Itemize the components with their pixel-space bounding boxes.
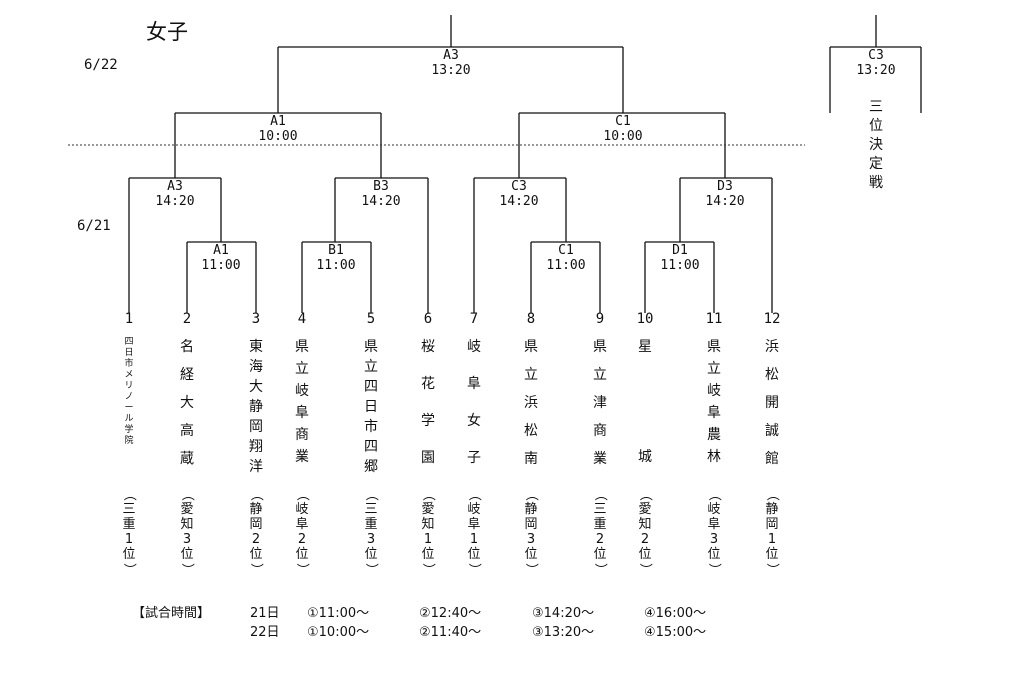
bracket-title: 女子 [146,20,188,44]
match-time: 10:00 [258,129,298,144]
schedule-slot: ①11:00～ [307,606,370,621]
schedule-slot: ②12:40～ [419,606,482,621]
match-third-place: C3 13:20 [856,48,895,78]
match-code: A1 [213,243,229,258]
match-code: C3 [511,179,527,194]
match-code: A3 [167,179,183,194]
team-name: 名経大高蔵 [180,339,194,467]
match-r1b: B1 11:00 [316,243,355,273]
match-q4: D3 14:20 [705,179,744,209]
match-r1c: C1 11:00 [546,243,585,273]
team-seed-number: 5 [366,311,376,327]
match-code: C1 [558,243,574,258]
team-name: 県立岐阜商業 [295,339,309,465]
team-name: 県立四日市四郷 [364,339,378,475]
match-q1: A3 14:20 [155,179,194,209]
schedule-slot: ④15:00～ [644,625,707,640]
team-seed-number: 4 [297,311,307,327]
schedule-day-21: 21日 [250,606,280,621]
match-code: A1 [270,114,286,129]
match-code: C3 [868,48,884,63]
match-code: A3 [443,48,459,63]
team-seed-number: 1 [124,311,134,327]
schedule-slot: ②11:40～ [419,625,482,640]
match-time: 11:00 [316,258,356,273]
team-seed-number: 10 [636,311,654,327]
match-time: 14:20 [705,194,745,209]
schedule-slot: ①10:00～ [307,625,370,640]
match-time: 11:00 [201,258,241,273]
match-q2: B3 14:20 [361,179,400,209]
match-time: 13:20 [431,63,471,78]
match-code: D1 [672,243,688,258]
match-time: 14:20 [499,194,539,209]
team-name: 東海大静岡翔洋 [249,339,263,475]
team-name: 四日市メリノール学院 [124,337,134,446]
match-sf-left: A1 10:00 [258,114,297,144]
match-time: 14:20 [155,194,195,209]
match-sf-right: C1 10:00 [603,114,642,144]
team-seed-number: 11 [705,311,723,327]
match-code: C1 [615,114,631,129]
match-time: 10:00 [603,129,643,144]
schedule-slot: ③13:20～ [532,625,595,640]
team-name: 桜花学園 [421,339,435,466]
team-seed-number: 12 [763,311,781,327]
match-r1d: D1 11:00 [660,243,699,273]
schedule-day-22: 22日 [250,625,280,640]
match-time: 11:00 [546,258,586,273]
match-final: A3 13:20 [431,48,470,78]
date-day2: 6/22 [84,57,118,73]
team-seed-number: 2 [182,311,192,327]
match-time: 11:00 [660,258,700,273]
team-seed-number: 8 [526,311,536,327]
match-r1a: A1 11:00 [201,243,240,273]
match-time: 13:20 [856,63,896,78]
date-day1: 6/21 [77,218,111,234]
team-name: 県立津商業 [593,339,607,467]
match-time: 14:20 [361,194,401,209]
third-place-label: 三位決定戦 [869,99,883,191]
schedule-slot: ④16:00～ [644,606,707,621]
team-seed-number: 9 [595,311,605,327]
match-code: B3 [373,179,389,194]
team-name: 岐阜女子 [467,339,481,466]
team-name: 県立岐阜農林 [707,339,721,465]
schedule-slot: ③14:20～ [532,606,595,621]
team-seed-number: 3 [251,311,261,327]
team-name: 県立浜松南 [524,339,538,467]
match-q3: C3 14:20 [499,179,538,209]
schedule-heading: 【試合時間】 [132,606,211,621]
match-code: D3 [717,179,733,194]
match-code: B1 [328,243,344,258]
team-seed-number: 7 [469,311,479,327]
team-seed-number: 6 [423,311,433,327]
team-name: 浜松開誠館 [765,339,779,467]
team-name: 星城 [638,339,652,465]
